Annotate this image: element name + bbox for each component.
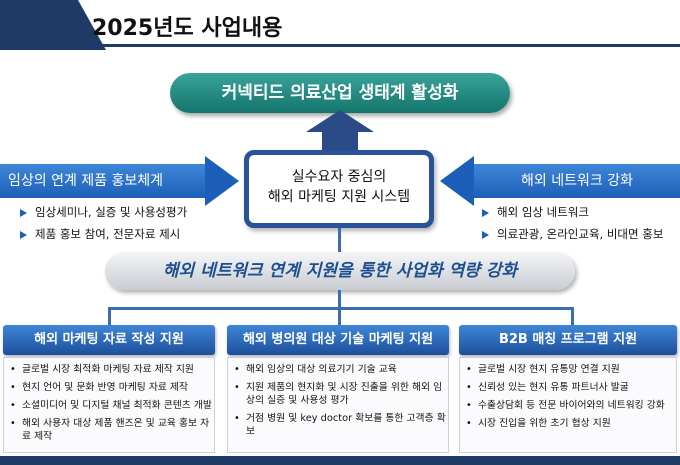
connector-line <box>338 290 341 309</box>
up-arrow-icon <box>306 110 374 132</box>
column-header-b2b-matching: B2B 매칭 프로그램 지원 <box>459 325 677 355</box>
right-arrow-body <box>474 164 680 198</box>
connector-line <box>108 307 111 325</box>
list-item: 해외 임상의 대상 의료기기 기술 교육 <box>232 363 446 376</box>
center-line-2: 해외 마케팅 지원 시스템 <box>267 189 411 205</box>
connector-line <box>108 307 574 310</box>
triangle-bullet-icon <box>20 230 27 239</box>
connector-line <box>338 228 341 252</box>
list-item: 글로벌 시장 현지 유통망 연결 지원 <box>464 363 674 376</box>
page-title: 2025년도 사업내용 <box>92 16 283 41</box>
triangle-bullet-icon <box>482 230 489 239</box>
center-system-box: 실수요자 중심의 해외 마케팅 지원 시스템 <box>244 150 434 228</box>
list-item: 해외 사용자 대상 제품 핸즈온 및 교육 홍보 자료 제작 <box>8 417 212 443</box>
column-header-marketing-materials: 해외 마케팅 자료 작성 지원 <box>3 325 215 355</box>
list-item: 글로벌 시장 최적화 마케팅 자료 제작 지원 <box>8 363 212 376</box>
triangle-bullet-icon <box>482 208 489 217</box>
list-item: 의료관광, 온라인교육, 비대면 홍보 <box>482 223 663 245</box>
right-arrow-label: 해외 네트워크 강화 <box>521 173 633 189</box>
title-underline <box>70 44 680 47</box>
list-item: 지원 제품의 현지화 및 시장 진출을 위한 해외 임상의 실증 및 사용성 평… <box>232 381 446 407</box>
column-header-tech-marketing: 해외 병의원 대상 기술 마케팅 지원 <box>227 325 449 355</box>
list-item: 현지 언어 및 문화 반영 마케팅 자료 제작 <box>8 381 212 394</box>
triangle-bullet-icon <box>20 208 27 217</box>
center-line-1: 실수요자 중심의 <box>291 169 387 185</box>
list-item: 소셜미디어 및 디지털 채널 최적화 콘텐츠 개발 <box>8 399 212 412</box>
list-item: 해외 임상 네트워크 <box>482 201 663 223</box>
list-item: 시장 진입을 위한 초기 협상 지원 <box>464 417 674 430</box>
title-accent-bar <box>0 0 106 50</box>
column-body-tech-marketing: 해외 임상의 대상 의료기기 기술 교육 지원 제품의 현지화 및 시장 진출을… <box>227 357 449 453</box>
list-item: 임상세미나, 실증 및 사용성평가 <box>20 201 187 223</box>
list-item: 제품 홍보 참여, 전문자료 제시 <box>20 223 187 245</box>
goal-banner: 커넥티드 의료산업 생태계 활성화 <box>170 73 510 113</box>
connector-line <box>571 307 574 325</box>
left-arrow-body <box>0 164 205 198</box>
list-item: 거점 병원 및 key doctor 확보를 통한 고객층 확보 <box>232 412 446 438</box>
list-item: 수출상담회 등 전문 바이어와의 네트워킹 강화 <box>464 399 674 412</box>
left-pointing-arrow-icon <box>440 156 474 206</box>
right-pointing-arrow-icon <box>205 156 239 206</box>
left-item-list: 임상세미나, 실증 및 사용성평가 제품 홍보 참여, 전문자료 제시 <box>20 201 187 245</box>
list-item: 신뢰성 있는 현지 유통 파트너사 발굴 <box>464 381 674 394</box>
column-body-b2b-matching: 글로벌 시장 현지 유통망 연결 지원 신뢰성 있는 현지 유통 파트너사 발굴… <box>459 357 677 453</box>
left-arrow-label: 임상의 연계 제품 홍보체계 <box>8 173 164 189</box>
footer-strip <box>0 456 680 465</box>
up-arrow-shaft <box>322 130 358 152</box>
strategy-banner: 해외 네트워크 연계 지원을 통한 사업화 역량 강화 <box>105 252 575 290</box>
column-body-marketing-materials: 글로벌 시장 최적화 마케팅 자료 제작 지원 현지 언어 및 문화 반영 마케… <box>3 357 215 453</box>
right-item-list: 해외 임상 네트워크 의료관광, 온라인교육, 비대면 홍보 <box>482 201 663 245</box>
connector-line <box>338 307 341 325</box>
